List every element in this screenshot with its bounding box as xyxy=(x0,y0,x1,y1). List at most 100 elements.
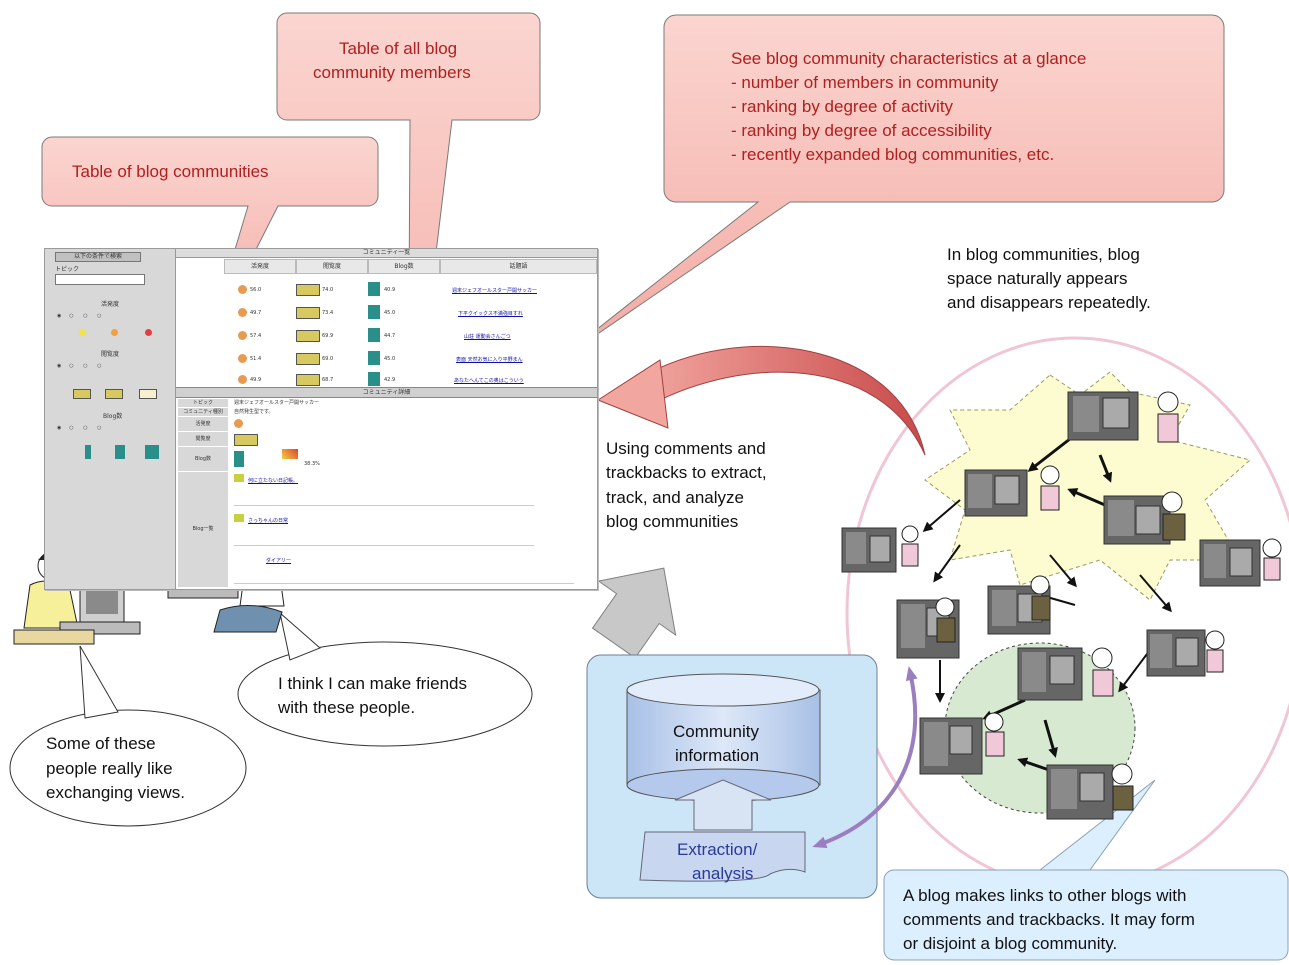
people-icon xyxy=(368,328,380,342)
blog-entry-link[interactable]: ダイアリー xyxy=(266,558,292,564)
space-note-line1: In blog communities, blog xyxy=(947,245,1140,264)
views-speech-tail xyxy=(79,645,119,719)
link-double-arrow xyxy=(812,666,918,849)
access-filter-radios[interactable]: ◉ ○ ○ ○ xyxy=(57,363,102,369)
col-blogs[interactable]: Blog数 xyxy=(368,259,440,274)
table-row[interactable]: 49.9 68.7 42.9 あなたへんてこの奥はこういう xyxy=(176,372,597,396)
activity-value: 57.4 xyxy=(250,333,262,339)
process-line4: blog communities xyxy=(606,512,739,531)
topic-link[interactable]: あなたへんてこの奥はこういう xyxy=(454,378,524,384)
detail-label: トピック xyxy=(178,399,228,408)
detail-label: Blog数 xyxy=(178,447,228,472)
blogger-computers xyxy=(841,391,1282,820)
access-value: 73.4 xyxy=(322,310,334,316)
friends-line1: I think I can make friends xyxy=(278,674,467,693)
topic-link[interactable]: 山荘 運動会さんごつ xyxy=(464,334,511,340)
upload-arrow xyxy=(591,567,677,659)
views-line2: people really like xyxy=(46,759,173,778)
topic-link[interactable]: 週末ジェフオールスター戸開サッカー xyxy=(452,288,538,294)
low-activity-icon xyxy=(79,329,86,336)
links-note-shape xyxy=(883,779,1289,961)
mid-activity-icon xyxy=(111,329,118,336)
col-access[interactable]: 閲覧度 xyxy=(296,259,368,274)
pen-icon xyxy=(234,514,244,522)
blog-count-value: 44.7 xyxy=(384,333,396,339)
blog-count-value: 45.0 xyxy=(384,310,396,316)
computer-icon xyxy=(1199,538,1282,587)
space-note-line2: space naturally appears xyxy=(947,269,1128,288)
callout-glance-shape xyxy=(547,14,1225,369)
blog-count-filter-title: Blog数 xyxy=(103,413,123,420)
access-icon xyxy=(296,330,320,342)
growth-percent: 38.3% xyxy=(304,461,320,467)
topic-label: トピック xyxy=(55,266,80,273)
people-icon xyxy=(368,282,380,296)
access-filter-title: 閲覧度 xyxy=(101,351,120,358)
feedback-arrow-head xyxy=(596,359,669,429)
access-value: 69.0 xyxy=(322,356,334,362)
entry-excerpt xyxy=(234,531,534,546)
detail-header: コミュニティ詳細 xyxy=(176,387,597,398)
links-note-line2: comments and trackbacks. It may form xyxy=(903,910,1195,929)
detail-label: Blog一覧 xyxy=(178,472,228,588)
activity-filter-title: 活発度 xyxy=(101,301,120,308)
views-line1: Some of these xyxy=(46,734,156,753)
activity-icon xyxy=(234,419,243,428)
callout-glance-line3: - ranking by degree of activity xyxy=(731,97,954,116)
table-row[interactable]: 56.0 74.0 40.9 週末ジェフオールスター戸開サッカー xyxy=(176,282,597,304)
blog-count-value: 40.9 xyxy=(384,287,396,293)
topic-link[interactable]: 下平クイックス不満強目すれ xyxy=(458,311,523,317)
computer-icon xyxy=(1046,763,1134,820)
callout-glance-line2: - number of members in community xyxy=(731,73,999,92)
blog-count-value: 45.0 xyxy=(384,356,396,362)
friends-speech-tail xyxy=(279,611,321,661)
people-icon xyxy=(145,445,159,459)
list-header: コミュニティ一覧 xyxy=(176,249,597,258)
computer-icon xyxy=(919,712,1005,775)
access-value: 69.9 xyxy=(322,333,334,339)
access-level-icon xyxy=(73,389,91,399)
people-icon xyxy=(368,351,380,365)
callout-members-line2: community members xyxy=(313,63,471,82)
people-icon xyxy=(368,305,380,319)
blog-count-value: 42.9 xyxy=(384,377,396,383)
extraction-document xyxy=(639,831,806,882)
col-activity[interactable]: 活発度 xyxy=(224,259,296,274)
table-row[interactable]: 49.7 73.4 45.0 下平クイックス不満強目すれ xyxy=(176,305,597,327)
blog-entry-link[interactable]: 何に立たない日記帳。 xyxy=(248,478,299,484)
access-icon xyxy=(296,374,320,386)
computer-icon xyxy=(987,575,1051,635)
search-sidebar: 以下の条件で検索 トピック 活発度 ◉ ○ ○ ○ 閲覧度 ◉ ○ ○ ○ Bl… xyxy=(45,249,176,589)
activity-value: 51.4 xyxy=(250,356,262,362)
activity-filter-radios[interactable]: ◉ ○ ○ ○ xyxy=(57,313,102,319)
table-row[interactable]: 51.4 69.0 45.0 表面 天然お気に入り平野まん xyxy=(176,351,597,373)
people-icon xyxy=(85,445,91,459)
col-topic[interactable]: 話題語 xyxy=(440,259,597,274)
blog-count-filter-radios[interactable]: ◉ ○ ○ ○ xyxy=(57,425,102,431)
people-icon xyxy=(234,451,244,467)
computer-icon xyxy=(964,465,1060,517)
db-input-arrow xyxy=(674,779,772,831)
topic-input[interactable] xyxy=(55,274,145,285)
access-level-icon xyxy=(139,389,157,399)
links-note-line3: or disjoint a blog community. xyxy=(903,934,1118,953)
network-links xyxy=(922,433,1172,774)
activity-value: 49.7 xyxy=(250,310,262,316)
process-line1: Using comments and xyxy=(606,439,766,458)
process-line3: track, and analyze xyxy=(606,488,744,507)
blog-entry-link[interactable]: さっちゃんの日常 xyxy=(248,518,289,524)
table-row[interactable]: 57.4 69.9 44.7 山荘 運動会さんごつ xyxy=(176,328,597,350)
process-line2: trackbacks to extract, xyxy=(606,463,767,482)
links-note-line1: A blog makes links to other blogs with xyxy=(903,886,1187,905)
activity-value: 56.0 xyxy=(250,287,262,293)
callout-blog-communities: Table of blog communities xyxy=(72,162,269,181)
growth-arrow-icon xyxy=(282,449,298,459)
activity-value: 49.9 xyxy=(250,377,262,383)
detail-label: コミュニティ種別 xyxy=(178,408,228,417)
search-button[interactable]: 以下の条件で検索 xyxy=(55,252,141,262)
activity-icon xyxy=(238,308,247,317)
views-line3: exchanging views. xyxy=(46,783,185,802)
callout-glance-line1: See blog community characteristics at a … xyxy=(731,49,1087,68)
topic-link[interactable]: 表面 天然お気に入り平野まん xyxy=(456,357,523,363)
computer-icon xyxy=(896,597,960,659)
